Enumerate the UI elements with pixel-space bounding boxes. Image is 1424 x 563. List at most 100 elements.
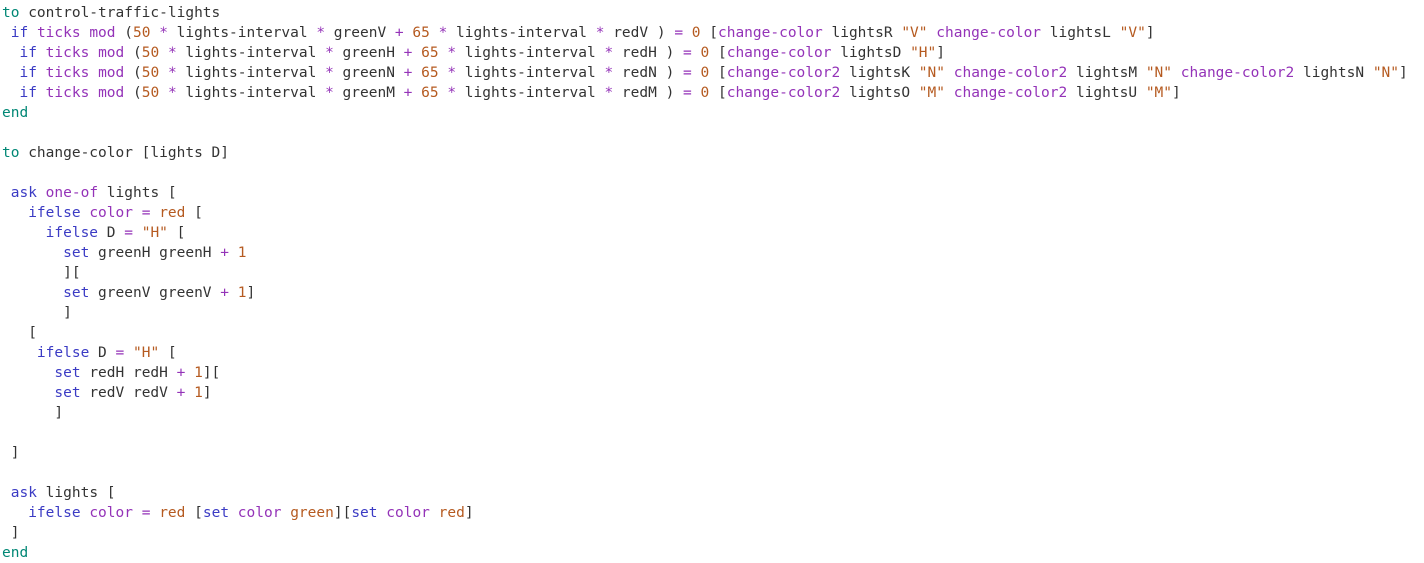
code-line: end — [2, 103, 1424, 123]
code-token: * — [316, 25, 326, 41]
code-token: lights [ — [36, 485, 116, 501]
code-token: lightsK — [840, 65, 919, 81]
code-token: end — [2, 105, 29, 121]
code-token: = — [141, 205, 151, 221]
code-line: ifelse color = red [ — [2, 203, 1424, 223]
code-token: "N" — [918, 65, 945, 81]
code-token: lightsD — [831, 45, 911, 61]
code-token — [37, 45, 46, 61]
code-token: lightsL — [1041, 25, 1120, 41]
code-token: lightsM — [1067, 65, 1146, 81]
code-token: * — [595, 25, 605, 41]
code-token: greenH — [333, 45, 404, 61]
code-token: mod — [98, 85, 125, 101]
code-token: if — [19, 85, 37, 101]
code-token: change-color2 — [726, 65, 841, 81]
code-token: greenN — [333, 65, 404, 81]
code-token: * — [604, 85, 614, 101]
code-token — [2, 345, 37, 361]
code-token: ] — [1399, 65, 1408, 81]
code-token: ] — [2, 445, 20, 461]
code-token — [37, 65, 46, 81]
code-token: + — [394, 25, 404, 41]
code-token — [185, 365, 194, 381]
code-token: change-color2 — [953, 65, 1068, 81]
code-token: green — [290, 505, 334, 521]
code-token — [2, 65, 19, 81]
code-line: ifelse D = "H" [ — [2, 223, 1424, 243]
code-token: ][ — [202, 365, 221, 381]
code-token: [ — [700, 25, 718, 41]
code-token: change-color — [717, 25, 823, 41]
code-token: 1 — [237, 245, 247, 261]
code-token: one-of — [45, 185, 99, 201]
code-token: end — [2, 545, 29, 561]
code-token: lights-interval — [176, 85, 326, 101]
code-token: + — [176, 385, 186, 401]
code-line: end — [2, 543, 1424, 563]
code-token: = — [141, 505, 151, 521]
code-token: lightsN — [1294, 65, 1373, 81]
code-token: * — [167, 85, 177, 101]
code-line: to control-traffic-lights — [2, 3, 1424, 23]
code-line: ifelse color = red [set color green][set… — [2, 503, 1424, 523]
code-token: change-color2 — [1180, 65, 1295, 81]
code-token: color — [89, 505, 133, 521]
code-token — [159, 85, 168, 101]
code-token — [683, 25, 692, 41]
code-line — [2, 163, 1424, 183]
code-line: if ticks mod (50 * lights-interval * gre… — [2, 43, 1424, 63]
code-token — [2, 365, 54, 381]
code-token: red — [159, 505, 186, 521]
code-line: set redV redV + 1] — [2, 383, 1424, 403]
code-token: 65 — [412, 25, 430, 41]
code-token: lights-interval — [456, 65, 605, 81]
code-token — [159, 45, 168, 61]
code-token — [185, 385, 194, 401]
code-line: set greenH greenH + 1 — [2, 243, 1424, 263]
code-token — [124, 345, 133, 361]
code-token: [ — [709, 65, 727, 81]
code-token: ifelse — [36, 345, 90, 361]
code-token: ] — [1145, 25, 1155, 41]
code-token: "V" — [901, 25, 928, 41]
code-line: ask one-of lights [ — [2, 183, 1424, 203]
code-token: lights [ — [98, 185, 177, 201]
code-token — [692, 45, 701, 61]
code-token: * — [167, 65, 177, 81]
code-token: ][ — [333, 505, 352, 521]
code-token: = — [124, 225, 133, 241]
code-token: mod — [89, 25, 116, 41]
code-token: color — [89, 205, 133, 221]
code-token — [2, 25, 11, 41]
code-token: to — [2, 5, 20, 21]
code-line: set redH redH + 1][ — [2, 363, 1424, 383]
code-token: ] — [246, 285, 256, 301]
code-token: ticks — [45, 65, 90, 81]
code-token: greenV greenV — [89, 285, 221, 301]
code-token: 50 — [141, 85, 160, 101]
code-token: D — [98, 225, 125, 241]
code-token — [692, 65, 701, 81]
code-token: [ — [185, 205, 203, 221]
code-token: ] — [202, 385, 212, 401]
code-token: * — [325, 65, 334, 81]
code-token: set — [202, 505, 230, 521]
code-token: "H" — [132, 345, 160, 361]
code-token: 1 — [237, 285, 247, 301]
code-line: if ticks mod (50 * lights-interval * gre… — [2, 63, 1424, 83]
code-token — [412, 85, 421, 101]
code-token: [ — [185, 505, 203, 521]
code-token: = — [683, 85, 692, 101]
code-token — [412, 65, 421, 81]
code-token — [159, 65, 168, 81]
code-token: lightsR — [822, 25, 902, 41]
code-token — [412, 45, 421, 61]
code-line — [2, 463, 1424, 483]
code-line: ] — [2, 523, 1424, 543]
code-token — [2, 485, 11, 501]
code-token: * — [447, 65, 457, 81]
code-line — [2, 423, 1424, 443]
code-token: lights-interval — [176, 45, 326, 61]
